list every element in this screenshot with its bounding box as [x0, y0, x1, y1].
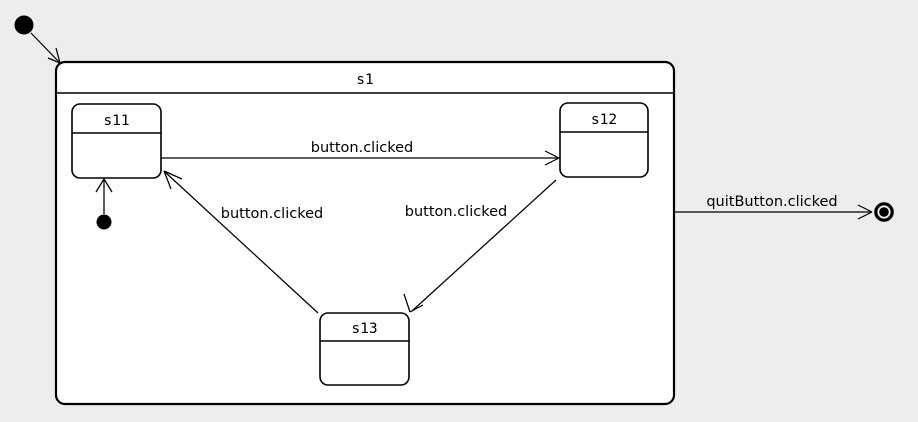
state-s1-box[interactable]	[54, 60, 676, 406]
transition-s12-to-s13[interactable]: button.clicked	[403, 179, 557, 313]
transition-initial-to-s1[interactable]	[30, 32, 61, 64]
transition-s13-to-s11-label: button.clicked	[221, 206, 323, 222]
state-s1[interactable]: s1	[54, 60, 676, 406]
transition-s1-to-final[interactable]: quitButton.clicked	[674, 194, 873, 220]
final-state-icon[interactable]	[874, 202, 894, 222]
transition-s11-to-s12-label: button.clicked	[311, 140, 413, 156]
transition-initial-to-s11[interactable]	[95, 178, 113, 214]
state-s12[interactable]: s12	[559, 102, 649, 178]
transition-s1-to-final-label: quitButton.clicked	[706, 194, 837, 210]
state-s12-label: s12	[591, 112, 617, 128]
state-s11-label: s11	[103, 113, 129, 129]
transition-s12-to-s13-label: button.clicked	[405, 204, 507, 220]
state-s1-label: s1	[356, 72, 373, 88]
state-s11[interactable]: s11	[71, 103, 162, 179]
state-s13-box[interactable]	[319, 312, 410, 386]
state-s13[interactable]: s13	[319, 312, 410, 386]
transition-s13-to-s11[interactable]: button.clicked	[163, 170, 323, 314]
initial-state-inner-icon[interactable]	[96, 214, 112, 230]
state-s12-box[interactable]	[559, 102, 649, 178]
state-s11-box[interactable]	[71, 103, 162, 179]
state-s13-label: s13	[351, 321, 377, 337]
initial-state-outer-icon[interactable]	[14, 15, 34, 35]
transition-s11-to-s12[interactable]: button.clicked	[161, 140, 560, 166]
